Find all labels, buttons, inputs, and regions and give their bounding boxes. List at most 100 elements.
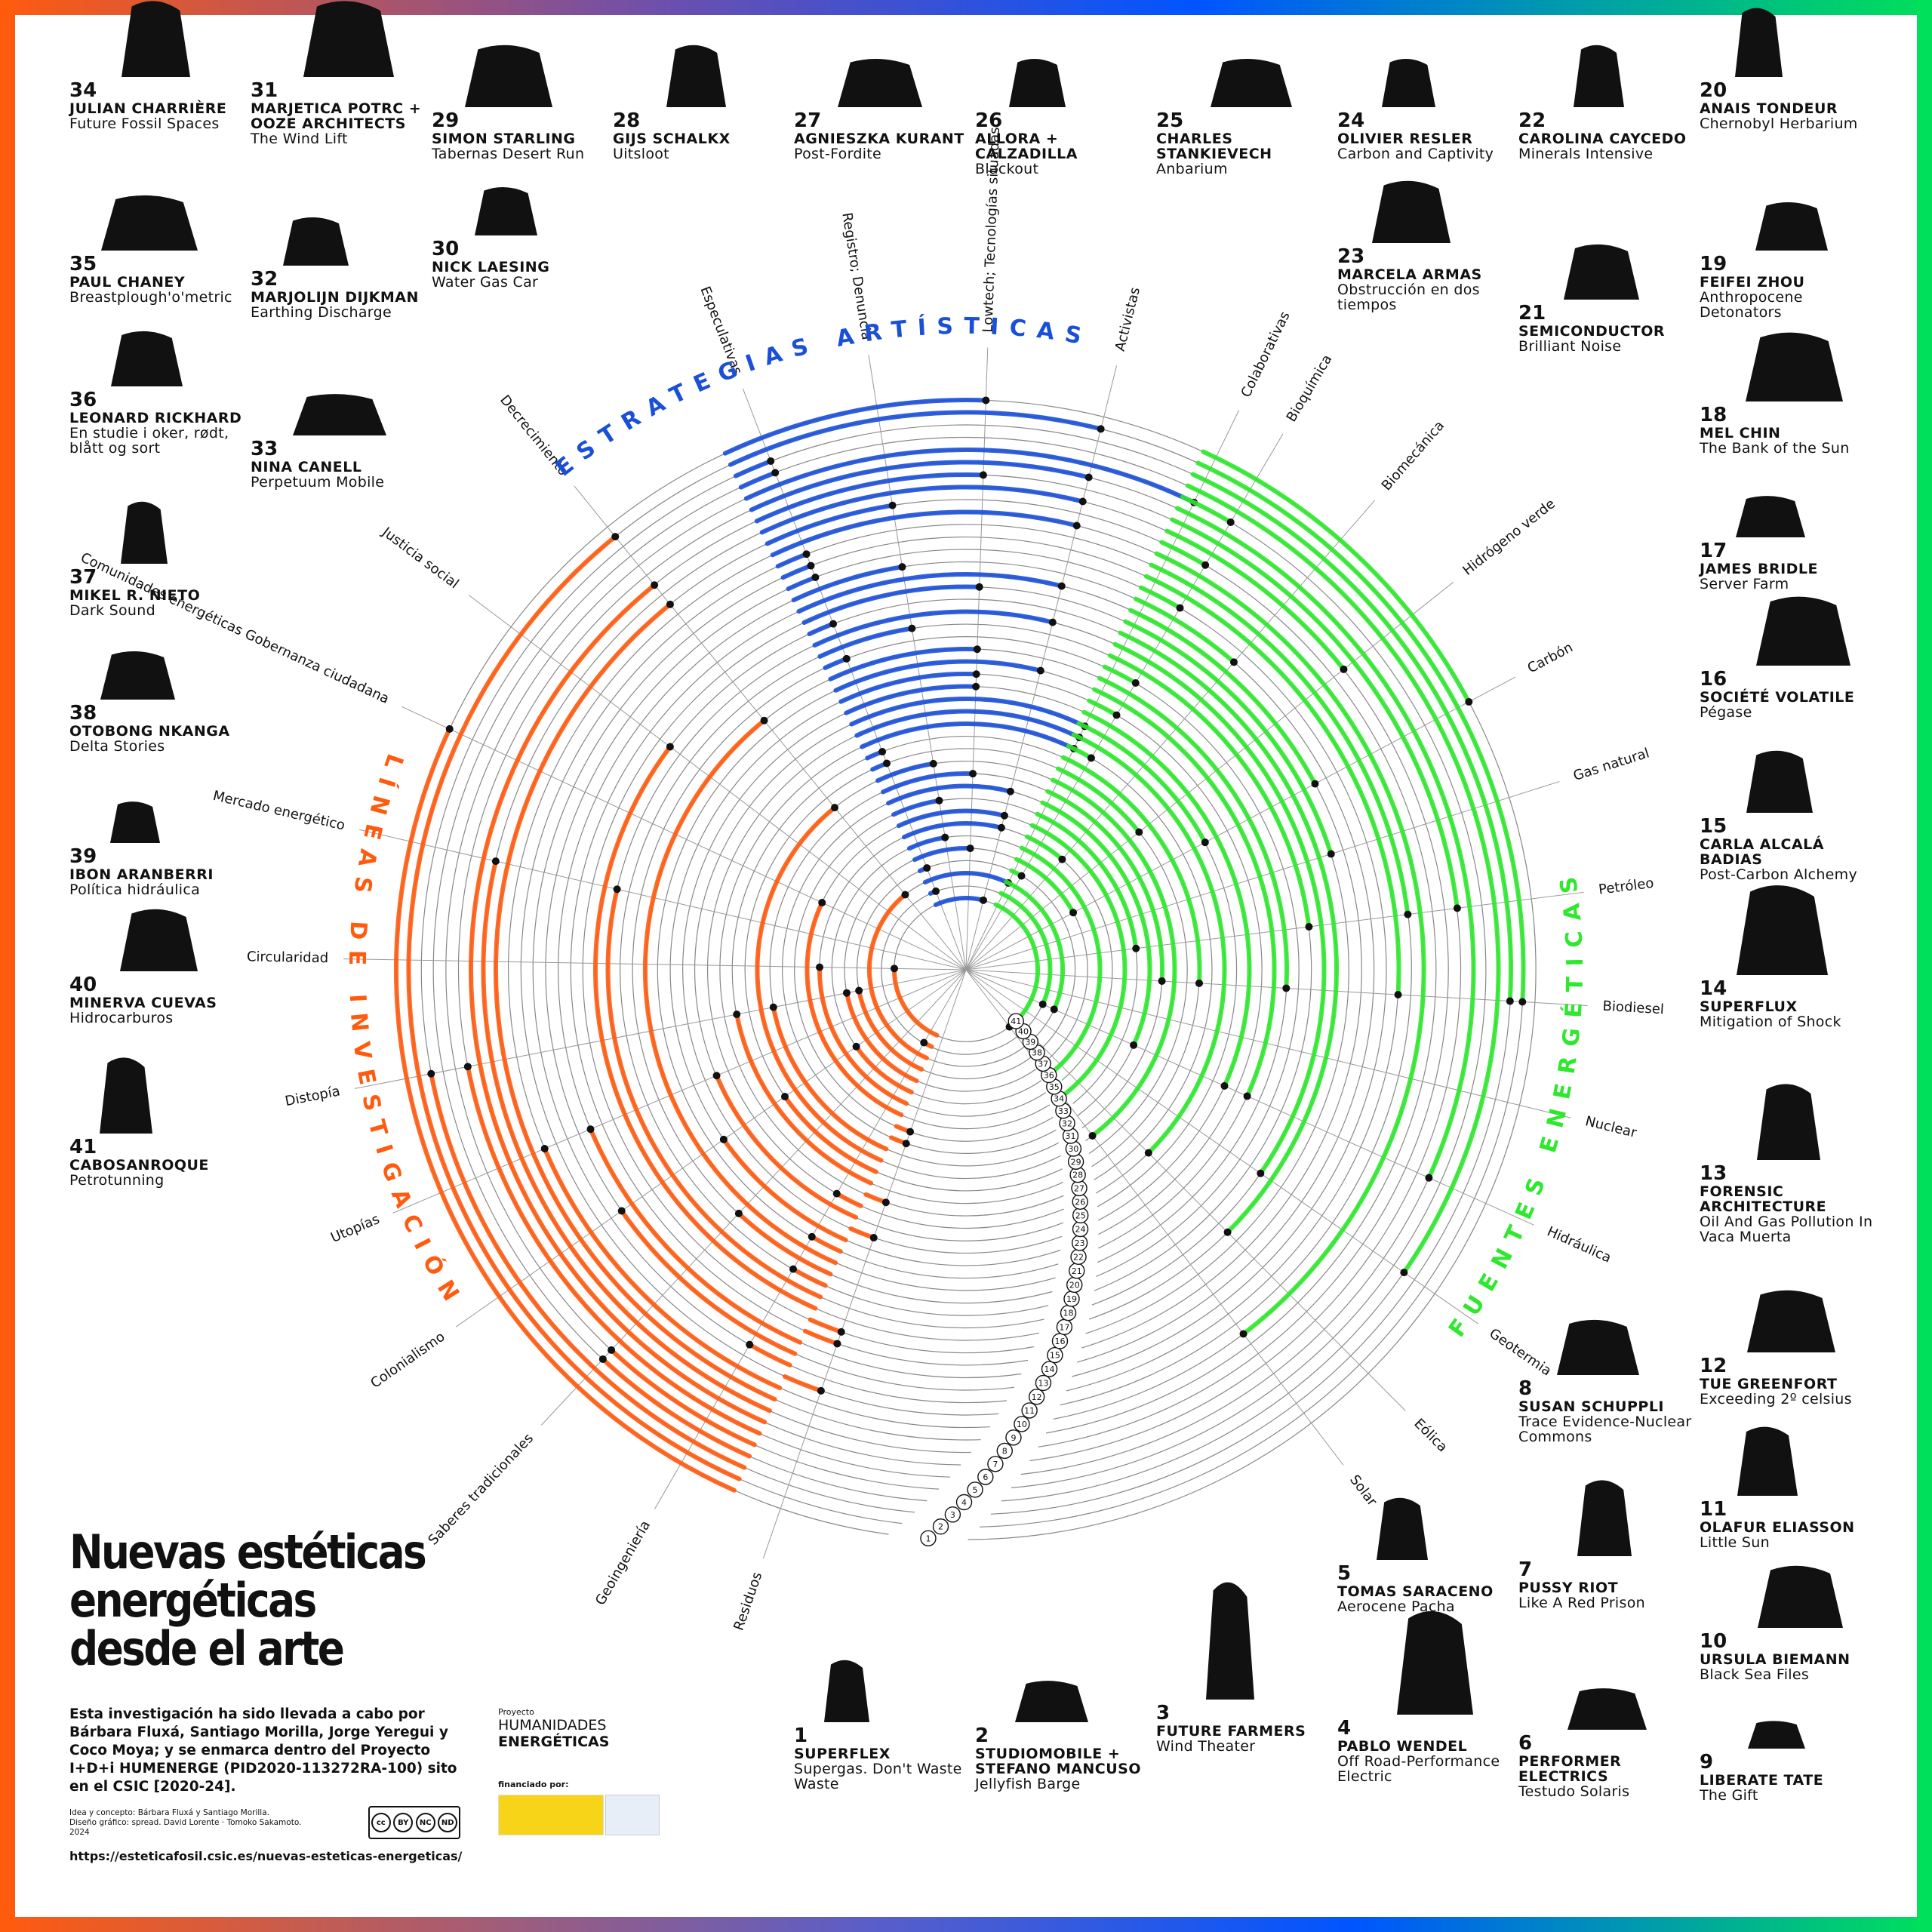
artwork-number: 14 bbox=[1700, 977, 1727, 1000]
research-line-arc bbox=[755, 805, 884, 1163]
artist-name: TOMAS SARACENO bbox=[1337, 1583, 1494, 1600]
category-dot bbox=[719, 1135, 728, 1143]
category-dot bbox=[1394, 991, 1402, 999]
category-spoke bbox=[343, 958, 967, 971]
ring-number-tag bbox=[932, 1518, 949, 1535]
category-label: Distopía bbox=[284, 1083, 341, 1109]
ring-number: 31 bbox=[1066, 1131, 1076, 1141]
ring-number: 24 bbox=[1075, 1225, 1086, 1235]
energy-arc bbox=[993, 902, 1041, 1029]
artwork-number: 37 bbox=[69, 566, 97, 589]
ministry-logo bbox=[498, 1795, 604, 1835]
artwork-title: Hidrocarburos bbox=[69, 1010, 174, 1026]
category-dot bbox=[829, 620, 838, 628]
ring-number-tag bbox=[944, 1506, 961, 1523]
artwork-number: 29 bbox=[432, 109, 460, 132]
category-dot bbox=[666, 743, 674, 751]
artist-name: LEONARD RICKHARD bbox=[69, 410, 242, 426]
artwork-title: Wind Theater bbox=[1156, 1738, 1256, 1755]
energy-arc bbox=[1195, 460, 1526, 1004]
category-dot bbox=[1311, 780, 1319, 788]
artwork-title: Post-Fordite bbox=[794, 146, 882, 162]
category-dot bbox=[1000, 811, 1008, 820]
artist-name: PERFORMER ELECTRICS bbox=[1518, 1753, 1622, 1785]
category-spoke bbox=[965, 582, 1454, 971]
project-url-link[interactable]: https://esteticafosil.csic.es/nuevas-est… bbox=[69, 1849, 463, 1863]
category-dot bbox=[935, 796, 943, 804]
artwork-title: Política hidráulica bbox=[69, 881, 201, 898]
strategy-arc bbox=[849, 696, 1088, 729]
category-label: Biomecánica bbox=[1379, 418, 1448, 494]
category-label: Hidrógeno verde bbox=[1460, 496, 1558, 579]
research-line-arc bbox=[783, 1374, 823, 1393]
project-name: HUMANIDADES bbox=[498, 1717, 607, 1734]
energy-arc bbox=[1174, 506, 1476, 1180]
artwork-title: Little Sun bbox=[1700, 1534, 1770, 1551]
ring-number: 25 bbox=[1075, 1211, 1086, 1220]
artist-name: SEMICONDUCTOR bbox=[1518, 323, 1666, 340]
nc-icon: NC bbox=[415, 1813, 435, 1832]
category-dot bbox=[1158, 977, 1166, 985]
category-dot bbox=[1130, 1041, 1138, 1049]
artwork-title: Mitigation of Shock bbox=[1700, 1014, 1841, 1030]
ring-line bbox=[520, 524, 1412, 1416]
artist-name: SUPERFLUX bbox=[1700, 998, 1798, 1015]
vehicle-icon bbox=[1567, 1688, 1647, 1730]
ring-number-tag bbox=[1021, 1402, 1038, 1419]
energy-arc bbox=[1045, 789, 1165, 983]
car-icon bbox=[475, 187, 537, 235]
strategy-arc bbox=[770, 509, 1079, 558]
artwork-number: 27 bbox=[794, 109, 822, 132]
black-square-icon bbox=[121, 501, 168, 564]
artist-name: CARLA ALCALÁ BADIAS bbox=[1700, 836, 1824, 868]
energy-arc bbox=[1143, 574, 1401, 997]
artwork-title: Uitsloot bbox=[613, 146, 669, 162]
research-line-arc bbox=[808, 1317, 844, 1334]
artist-name: FORENSIC ARCHITECTURE bbox=[1700, 1183, 1827, 1215]
ring-number: 32 bbox=[1062, 1118, 1072, 1128]
category-spoke bbox=[392, 969, 967, 1214]
ring-number-tag bbox=[1047, 1346, 1063, 1364]
credit-line: Idea y concepto: Bárbara Fluxá y Santiag… bbox=[69, 1808, 269, 1817]
artwork-title: Off Road-Performance Electric bbox=[1337, 1753, 1500, 1785]
ring-number: 17 bbox=[1059, 1322, 1069, 1332]
artwork-title: Server Farm bbox=[1700, 576, 1789, 592]
ring-number: 29 bbox=[1071, 1157, 1081, 1167]
suitcase-icon bbox=[1747, 1290, 1835, 1352]
category-spoke bbox=[965, 969, 1406, 1411]
ring-line bbox=[719, 723, 1213, 1217]
category-dot bbox=[608, 1346, 616, 1354]
category-label: Justicia social bbox=[379, 524, 462, 592]
category-dot bbox=[891, 964, 899, 973]
category-dot bbox=[818, 899, 826, 907]
artwork-title: En studie i oker, rødt, blått og sort bbox=[69, 425, 229, 457]
ring-number-tag bbox=[996, 1442, 1013, 1460]
artist-name: CHARLES STANKIEVECH bbox=[1156, 131, 1272, 162]
pipe-icon bbox=[1758, 1565, 1843, 1628]
research-line-arc bbox=[429, 1071, 747, 1470]
category-dot bbox=[888, 501, 897, 509]
category-dot bbox=[789, 1265, 797, 1273]
artist-name: SUSAN SCHUPPLI bbox=[1518, 1398, 1665, 1415]
discharge-icon bbox=[283, 217, 349, 266]
category-dot bbox=[1069, 909, 1078, 917]
artist-name: MARJOLIJN DIJKMAN bbox=[251, 289, 419, 306]
category-dot bbox=[975, 583, 983, 591]
artwork-title: The Bank of the Sun bbox=[1700, 440, 1850, 457]
category-dot bbox=[427, 1069, 435, 1078]
ring-number: 4 bbox=[961, 1497, 967, 1507]
category-dot bbox=[1340, 665, 1348, 673]
category-dot bbox=[878, 748, 887, 756]
